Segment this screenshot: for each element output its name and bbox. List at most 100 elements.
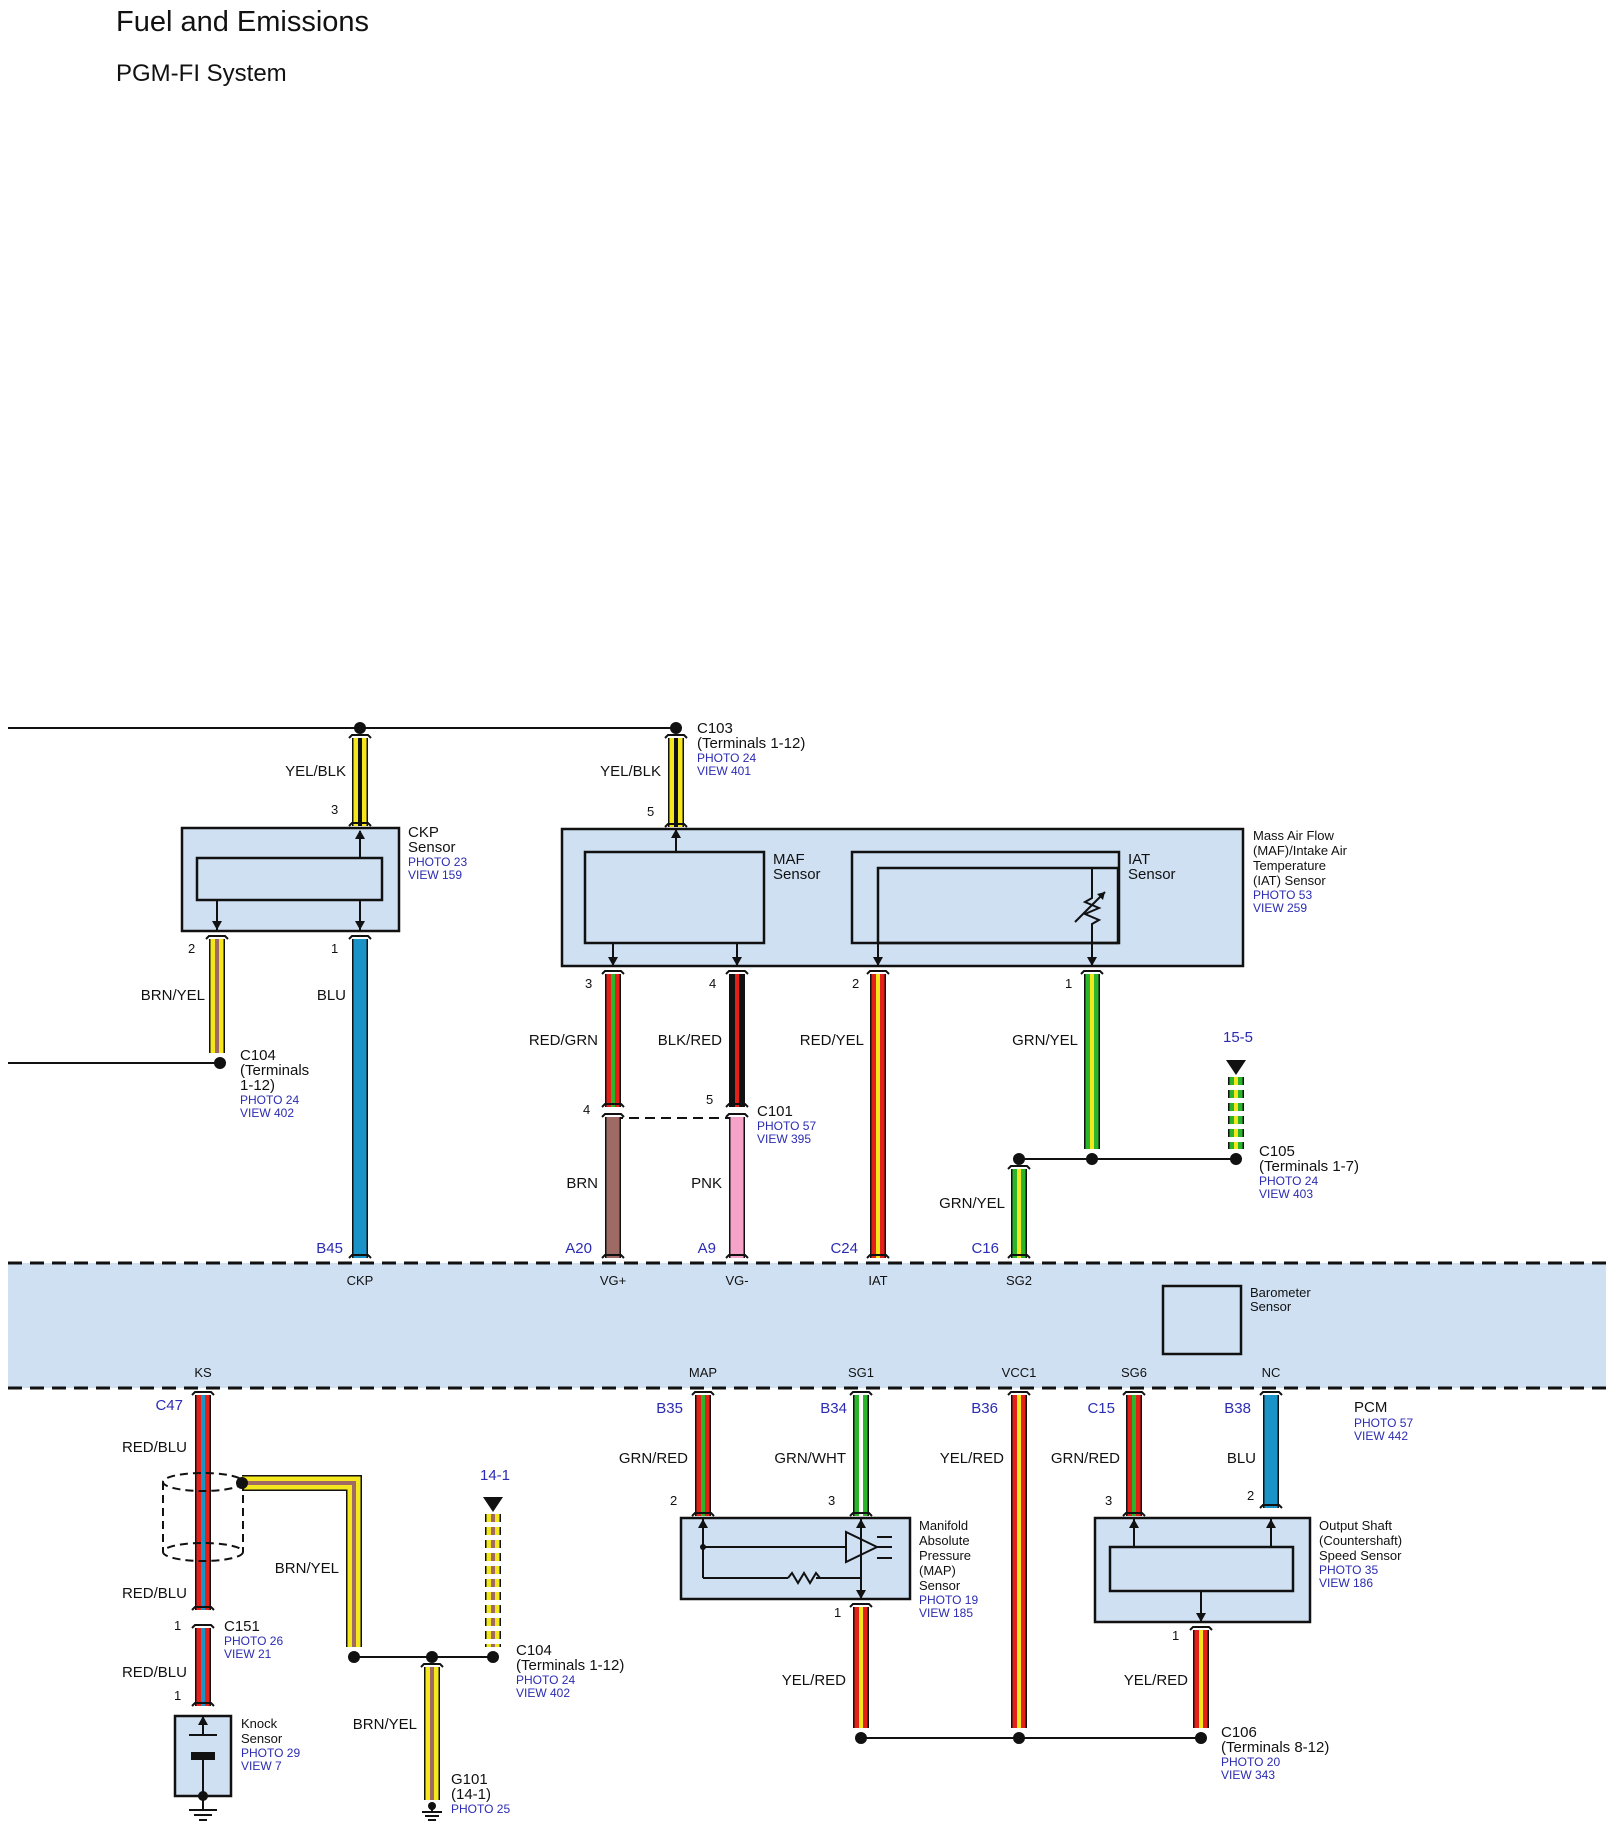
c103-photo-ref: PHOTO 24 — [697, 751, 756, 765]
map-up-arrow-1 — [698, 1519, 708, 1528]
c104-bot-terms: (Terminals 1-12) — [516, 1657, 624, 1674]
connector-cap-9 — [866, 970, 890, 975]
maf-up-arrow — [671, 829, 681, 838]
splice-dot-ckp — [354, 722, 366, 734]
connector-cap-28 — [1122, 1512, 1146, 1517]
ckp-sensor-box — [180, 826, 401, 933]
connector-cap-33 — [191, 1624, 215, 1629]
splice-dot-c106-right — [1195, 1732, 1207, 1744]
pcm-signal-sg6: SG6 — [1121, 1365, 1147, 1380]
iat-variable-arrowhead — [1097, 892, 1105, 900]
barometer-label-1: Barometer — [1250, 1285, 1311, 1300]
oss-label-1: Output Shaft — [1319, 1518, 1392, 1533]
maf-label-2: Sensor — [773, 866, 821, 883]
wire-label-pnk: PNK — [691, 1175, 722, 1192]
pin-oss-1: 1 — [1172, 1628, 1179, 1643]
ckp-sensor-element — [195, 856, 384, 902]
wire-label-red-yel: RED/YEL — [800, 1032, 864, 1049]
c105-view-ref: VIEW 403 — [1259, 1187, 1313, 1201]
connector-cap-34 — [191, 1702, 215, 1707]
barometer-label-2: Sensor — [1250, 1299, 1292, 1314]
c151-photo-ref: PHOTO 26 — [224, 1634, 283, 1648]
splice-dot-c105-left — [1013, 1153, 1025, 1165]
c106-name: C106 — [1221, 1724, 1257, 1741]
wire-label-brn: BRN — [566, 1175, 598, 1192]
splice-dot-c106-mid — [1013, 1732, 1025, 1744]
connector-cap-31 — [1189, 1626, 1213, 1631]
pcm-signal-sg1: SG1 — [848, 1365, 874, 1380]
connector-cap-22 — [849, 1391, 873, 1396]
wire-label-yel-blk-ckp: YEL/BLK — [285, 763, 346, 780]
connector-cap-27 — [849, 1512, 873, 1517]
iat-label-1: IAT — [1128, 851, 1150, 868]
ckp-photo-ref: PHOTO 23 — [408, 855, 467, 869]
wire-label-grn-yel-1: GRN/YEL — [1012, 1032, 1078, 1049]
wire-label-blk-red: BLK/RED — [658, 1032, 722, 1049]
oss-up-arrow-2 — [1266, 1519, 1276, 1528]
pin-c101-4: 4 — [583, 1102, 590, 1117]
iat-down-arrow-1 — [873, 957, 883, 966]
wire-label-grn-yel-2: GRN/YEL — [939, 1195, 1005, 1212]
connector-cap-0 — [348, 734, 372, 739]
iat-thermistor-resistor — [1082, 868, 1102, 943]
map-view-ref: VIEW 185 — [919, 1606, 973, 1620]
pin-ckp-3: 3 — [331, 802, 338, 817]
iat-label-2: Sensor — [1128, 866, 1176, 883]
pcm-pin-c47: C47 — [155, 1397, 183, 1414]
splice-dot-g101-right — [487, 1651, 499, 1663]
pcm-pin-b36: B36 — [971, 1400, 998, 1417]
map-photo-ref: PHOTO 19 — [919, 1593, 978, 1607]
pin-maf-5: 5 — [647, 804, 654, 819]
c104-top-photo-ref: PHOTO 24 — [240, 1093, 299, 1107]
map-down-arrow — [856, 1590, 866, 1599]
ref-14-1: 14-1 — [480, 1467, 510, 1484]
c106-terms: (Terminals 8-12) — [1221, 1739, 1329, 1756]
c104-top-terms-2: 1-12) — [240, 1077, 275, 1094]
splice-dot-c103 — [670, 722, 682, 734]
pin-map-1: 1 — [834, 1605, 841, 1620]
knock-label-2: Sensor — [241, 1731, 283, 1746]
c103-terms: (Terminals 1-12) — [697, 735, 805, 752]
maf-down-arrow-1 — [608, 957, 618, 966]
oss-label-3: Speed Sensor — [1319, 1548, 1402, 1563]
pcm-signal-vcc1: VCC1 — [1002, 1365, 1037, 1380]
pin-oss-2: 2 — [1247, 1488, 1254, 1503]
c105-photo-ref: PHOTO 24 — [1259, 1174, 1318, 1188]
pcm-photo-ref: PHOTO 57 — [1354, 1416, 1413, 1430]
map-junction-dot — [700, 1544, 706, 1550]
wire-label-yel-red-map: YEL/RED — [782, 1672, 846, 1689]
pcm-signal-sg2: SG2 — [1006, 1273, 1032, 1288]
ckp-label-2: Sensor — [408, 839, 456, 856]
connector-cap-23 — [1007, 1391, 1031, 1396]
ckp-view-ref: VIEW 159 — [408, 868, 462, 882]
wire-label-yel-red-vcc: YEL/RED — [940, 1450, 1004, 1467]
connector-cap-7 — [601, 970, 625, 975]
pcm-pin-b38: B38 — [1224, 1400, 1251, 1417]
wire-label-grn-wht: GRN/WHT — [774, 1450, 846, 1467]
wire-label-red-grn: RED/GRN — [529, 1032, 598, 1049]
pcm-pin-c24: C24 — [830, 1240, 858, 1257]
barometer-sensor-box — [1161, 1284, 1243, 1356]
page-subtitle: PGM-FI System — [116, 60, 287, 87]
connector-cap-16 — [725, 1254, 749, 1259]
ckp-label-1: CKP — [408, 824, 439, 841]
c101-name: C101 — [757, 1103, 793, 1120]
c104-top-terms-1: (Terminals — [240, 1062, 309, 1079]
page-title: Fuel and Emissions — [116, 6, 370, 38]
wire-label-yel-red-oss: YEL/RED — [1124, 1672, 1188, 1689]
pin-ckp-1: 1 — [331, 941, 338, 956]
splice-dot-c105-mid — [1086, 1153, 1098, 1165]
wire-label-grn-red-map: GRN/RED — [619, 1450, 688, 1467]
connector-cap-19 — [1007, 1254, 1031, 1259]
pin-oss-3: 3 — [1105, 1493, 1112, 1508]
c106-photo-ref: PHOTO 20 — [1221, 1755, 1280, 1769]
map-label-4: (MAP) — [919, 1563, 956, 1578]
pcm-pin-c16: C16 — [971, 1240, 999, 1257]
pcm-pin-a9: A9 — [698, 1240, 716, 1257]
g101-name: G101 — [451, 1771, 488, 1788]
pin-ckp-2: 2 — [188, 941, 195, 956]
connector-cap-12 — [725, 1103, 749, 1108]
oss-up-arrow-1 — [1129, 1519, 1139, 1528]
pin-map-3: 3 — [828, 1493, 835, 1508]
connector-cap-10 — [1080, 970, 1104, 975]
